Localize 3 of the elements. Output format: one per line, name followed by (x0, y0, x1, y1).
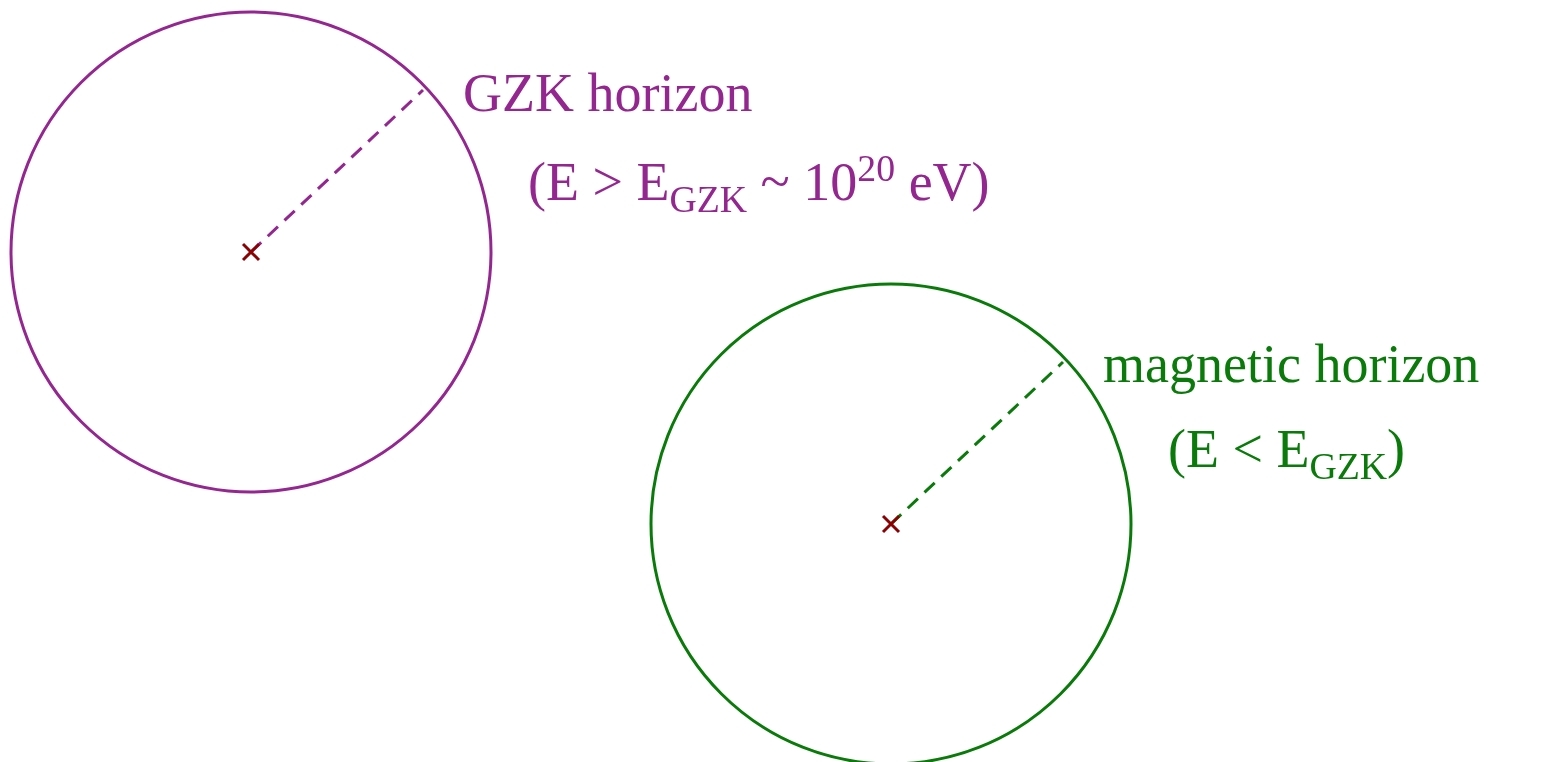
energy-condition-label: (E > E$_{GZK}$ ~ 10$^{20}$ eV) (528, 150, 990, 219)
horizon-label: GZK horizon (463, 66, 753, 120)
energy-condition-label: (E < E$_{GZK}$) (1168, 422, 1406, 486)
